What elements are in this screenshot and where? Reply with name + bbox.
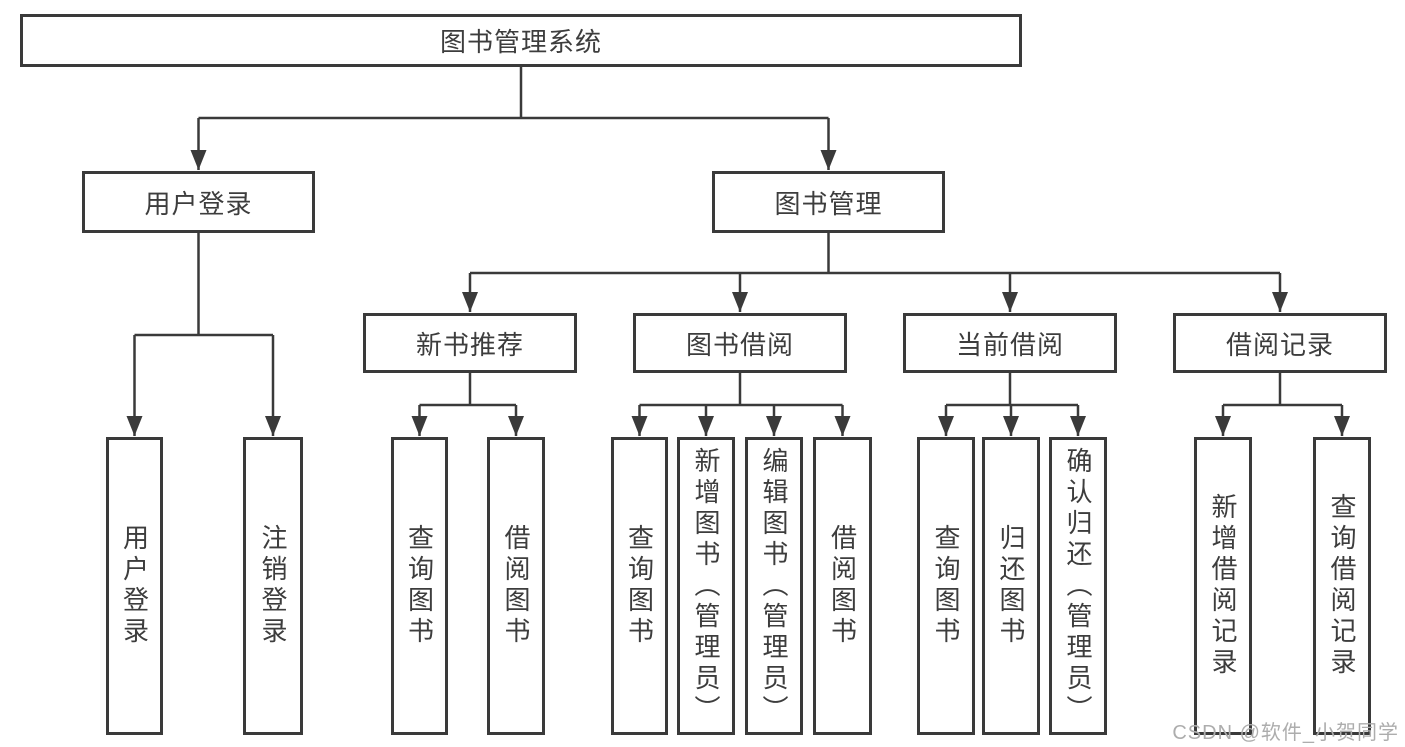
leaf-logout-label: 注销登录 xyxy=(258,524,288,648)
leaf-add-books-admin-label: 新增图书（管理员） xyxy=(691,446,721,726)
node-book-borrow-label: 图书借阅 xyxy=(685,329,794,360)
leaf-borrow-books-label: 借阅图书 xyxy=(827,524,858,648)
leaf-edit-books-admin: 编辑图书（管理员） xyxy=(745,437,803,735)
node-borrow-records: 借阅记录 xyxy=(1173,313,1387,373)
leaf-query-books-current: 查询图书 xyxy=(917,437,975,735)
node-current-borrow: 当前借阅 xyxy=(903,313,1117,373)
leaf-add-borrow-record-label: 新增借阅记录 xyxy=(1208,493,1238,679)
leaf-user-login: 用户登录 xyxy=(106,437,163,735)
leaf-confirm-return-admin: 确认归还（管理员） xyxy=(1049,437,1107,735)
leaf-borrow-books-recommend-label: 借阅图书 xyxy=(501,524,531,648)
connector-group xyxy=(126,67,1350,436)
node-new-book-recommend: 新书推荐 xyxy=(363,313,577,373)
leaf-add-borrow-record: 新增借阅记录 xyxy=(1194,437,1252,735)
node-book-borrow: 图书借阅 xyxy=(633,313,847,373)
leaf-query-books-recommend-label: 查询图书 xyxy=(404,524,435,648)
leaf-borrow-books: 借阅图书 xyxy=(813,437,872,735)
leaf-query-books-borrow-label: 查询图书 xyxy=(624,524,655,648)
leaf-edit-books-admin-label: 编辑图书（管理员） xyxy=(759,446,789,726)
leaf-user-login-label: 用户登录 xyxy=(119,524,150,648)
node-current-borrow-label: 当前借阅 xyxy=(955,329,1064,360)
leaf-query-borrow-record-label: 查询借阅记录 xyxy=(1327,493,1357,679)
node-user-login-label: 用户登录 xyxy=(144,188,253,219)
leaf-query-books-current-label: 查询图书 xyxy=(931,524,961,648)
leaf-borrow-books-recommend: 借阅图书 xyxy=(487,437,545,735)
leaf-query-borrow-record: 查询借阅记录 xyxy=(1313,437,1371,735)
node-book-management-label: 图书管理 xyxy=(774,188,883,219)
node-borrow-records-label: 借阅记录 xyxy=(1225,329,1334,360)
leaf-confirm-return-admin-label: 确认归还（管理员） xyxy=(1063,446,1093,726)
node-new-book-recommend-label: 新书推荐 xyxy=(415,329,524,360)
leaf-logout: 注销登录 xyxy=(243,437,303,735)
node-book-management: 图书管理 xyxy=(712,171,945,233)
leaf-return-books-label: 归还图书 xyxy=(996,524,1026,648)
leaf-query-books-borrow: 查询图书 xyxy=(611,437,668,735)
leaf-return-books: 归还图书 xyxy=(982,437,1040,735)
leaf-query-books-recommend: 查询图书 xyxy=(391,437,448,735)
leaf-add-books-admin: 新增图书（管理员） xyxy=(677,437,735,735)
node-root-label: 图书管理系统 xyxy=(439,27,602,57)
watermark-text: CSDN @软件_小贺同学 xyxy=(1172,722,1399,744)
node-root: 图书管理系统 xyxy=(20,14,1022,67)
node-user-login: 用户登录 xyxy=(82,171,315,233)
